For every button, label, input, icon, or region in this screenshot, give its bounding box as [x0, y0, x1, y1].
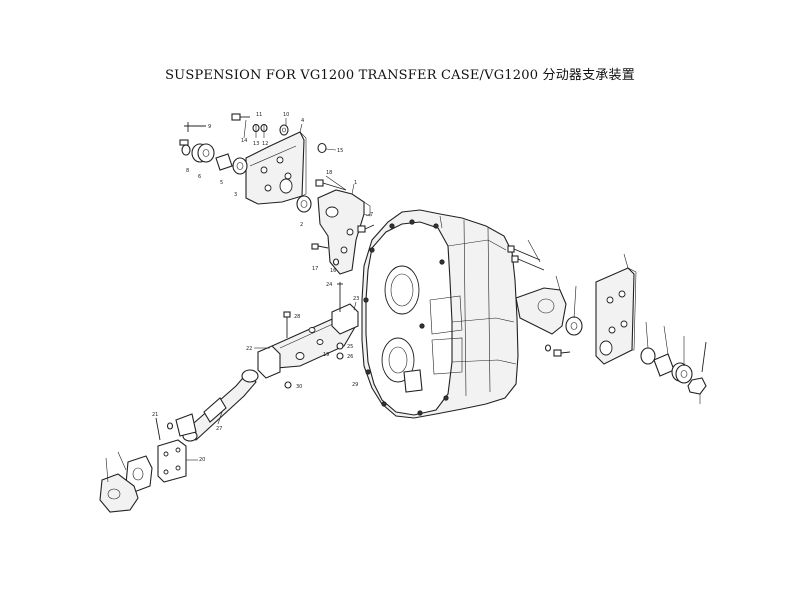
- block-lower: [175, 413, 197, 437]
- washer-10: [279, 124, 289, 136]
- grease-fitting-9-right: [701, 341, 707, 373]
- nut-15: [317, 142, 327, 154]
- callout-22: 22: [246, 346, 252, 352]
- clamp-22: [257, 345, 281, 379]
- arm-clamp-23: [331, 303, 359, 335]
- callout-14: 14: [241, 138, 247, 144]
- callout-25: 25: [347, 344, 353, 350]
- nut-30: [284, 381, 292, 389]
- washer-16-lower: [166, 422, 174, 430]
- callout-30: 30: [296, 384, 302, 390]
- saddle-mount-23-lower: [99, 473, 139, 513]
- bolt-7-center: [357, 224, 375, 233]
- spring-washer-16-left: [332, 258, 340, 266]
- nut-8-right: [687, 377, 707, 395]
- callout-20: 20: [199, 457, 205, 463]
- spacer-sleeve-upper-left: [215, 153, 248, 175]
- grease-fitting-9: [184, 122, 206, 132]
- callout-28: 28: [294, 314, 300, 320]
- rubber-mount-upper-left: [179, 139, 215, 163]
- callout-21: 21: [152, 412, 158, 418]
- callout-7: 7: [370, 212, 373, 218]
- mount-6-right: [671, 362, 693, 384]
- bolts-7-right: [507, 245, 545, 271]
- callout-18: 18: [326, 170, 332, 176]
- bolt-21: [155, 417, 161, 441]
- mount-plate-20: [157, 439, 187, 483]
- right-rubber-mount: [515, 287, 567, 335]
- right-bracket-4: [595, 267, 637, 365]
- mount-2-left: [296, 195, 312, 213]
- callout-4: 4: [301, 118, 304, 124]
- callout-19: 19: [323, 352, 329, 358]
- center-upper-bracket: [317, 189, 371, 275]
- callout-1: 1: [354, 180, 357, 186]
- callout-24: 24: [326, 282, 332, 288]
- callout-26: 26: [347, 354, 353, 360]
- left-upper-bracket: [245, 131, 307, 205]
- callout-2: 2: [300, 222, 303, 228]
- callout-27: 27: [216, 426, 222, 432]
- bolt-18: [315, 179, 347, 191]
- callout-8: 8: [186, 168, 189, 174]
- bolt-14: [231, 113, 250, 121]
- sleeve-5-right: [653, 353, 675, 377]
- callout-13: 13: [253, 141, 259, 147]
- callout-16: 16: [330, 268, 336, 274]
- callout-6: 6: [198, 174, 201, 180]
- callout-10: 10: [283, 112, 289, 118]
- bolt-17-left: [311, 243, 329, 250]
- callout-23: 23: [353, 296, 359, 302]
- spacer-3-right: [640, 347, 656, 365]
- callout-3: 3: [234, 192, 237, 198]
- callout-5: 5: [220, 180, 223, 186]
- callout-15: 15: [337, 148, 343, 154]
- bushing-3-right: [565, 316, 583, 336]
- callout-29: 29: [352, 382, 358, 388]
- bolt-17-right: [553, 349, 571, 357]
- callout-11: 11: [256, 112, 262, 118]
- bolt-28: [283, 311, 291, 338]
- washer-16-right: [544, 344, 552, 352]
- transfer-case-housing: [361, 209, 519, 419]
- diagram-title: SUSPENSION FOR VG1200 TRANSFER CASE/VG12…: [165, 68, 635, 83]
- leader-lines: [105, 118, 701, 483]
- nuts-25-26: [336, 342, 344, 360]
- callout-labels: 1 2 3 4 5 6 7 8 9 10 11 12 13 14 15 16 1…: [152, 112, 373, 463]
- callout-12: 12: [262, 141, 268, 147]
- cross-tube-27: [182, 369, 259, 442]
- callout-17: 17: [312, 266, 318, 272]
- callout-9: 9: [208, 124, 211, 130]
- stud-24: [337, 282, 343, 312]
